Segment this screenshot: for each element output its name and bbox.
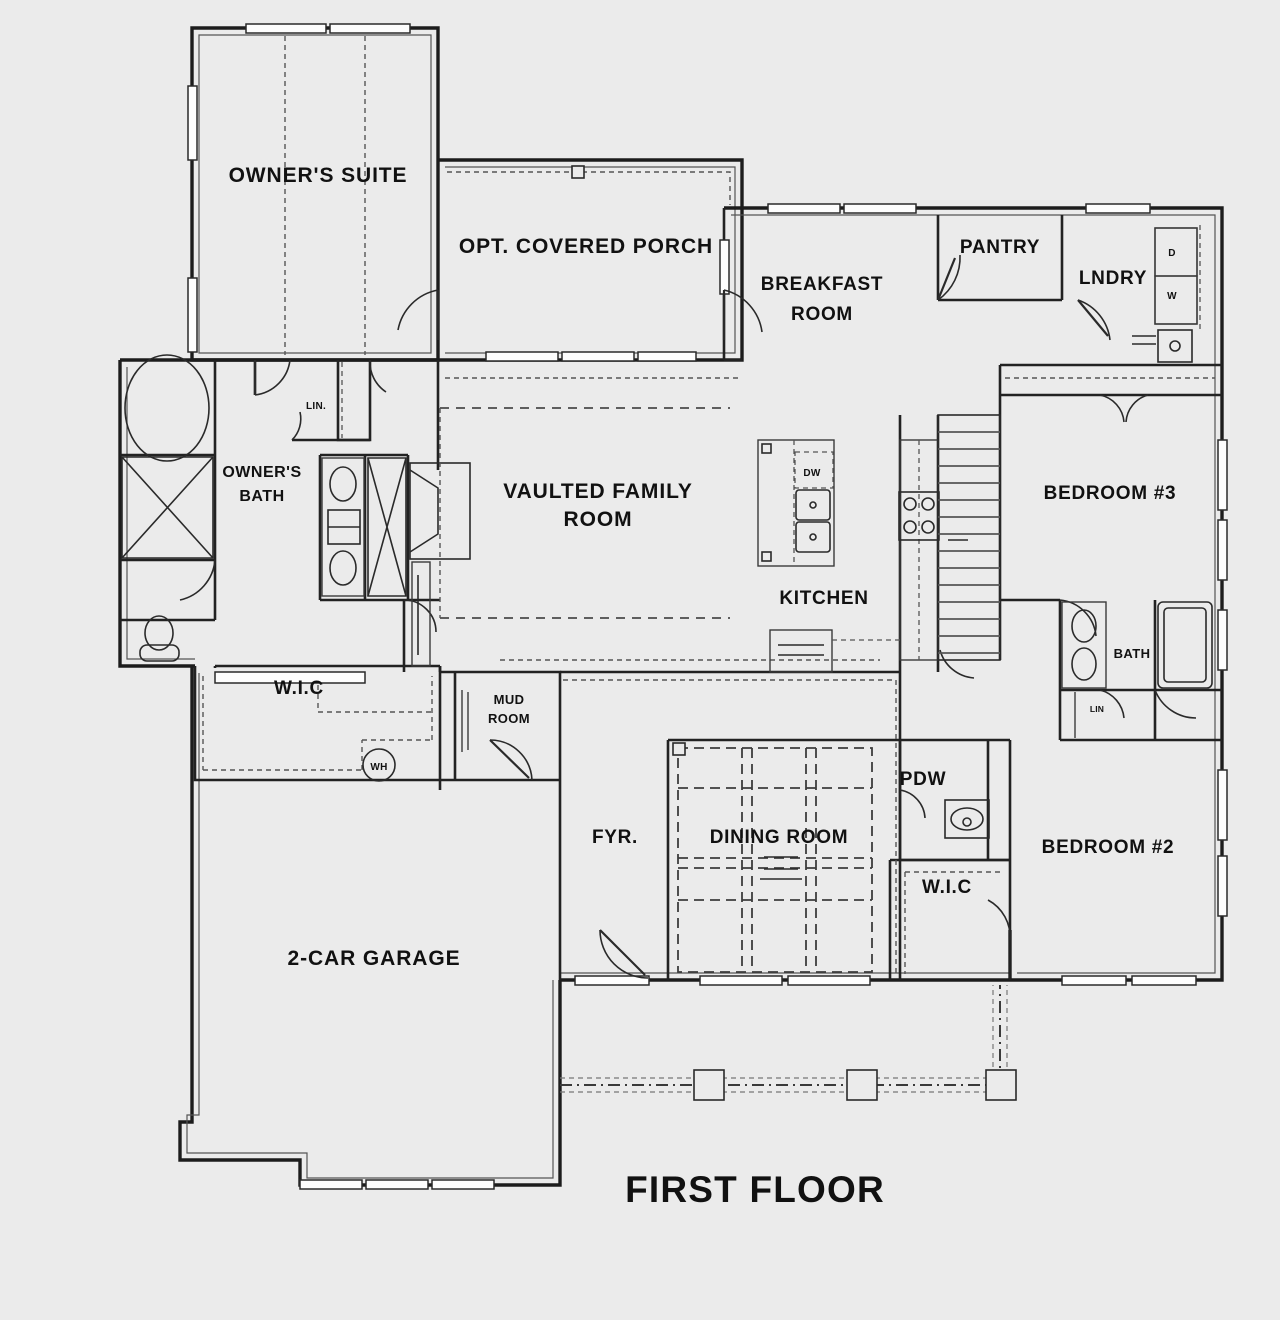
- room-label-breakfast-1: BREAKFAST: [761, 274, 883, 295]
- staircase: [937, 414, 1001, 661]
- optional-patio-outline: [560, 165, 1017, 1101]
- room-label-owners-bath-1: OWNER'S: [222, 464, 301, 481]
- room-label-mud-1: MUD: [494, 692, 525, 707]
- room-label-garage: 2-CAR GARAGE: [288, 947, 461, 970]
- garage-door: [214, 671, 495, 1190]
- room-label-wic-owner: W.I.C: [274, 678, 324, 699]
- room-label-laundry: LNDRY: [1079, 268, 1147, 289]
- appliance-label-water-heater: WH: [370, 762, 387, 773]
- room-label-owners-bath-2: BATH: [239, 488, 284, 505]
- room-labels: OWNER'S SUITE OPT. COVERED PORCH BREAKFA…: [222, 164, 1177, 970]
- tray-ceiling-lines: [284, 36, 740, 379]
- room-label-bedroom2: BEDROOM #2: [1042, 837, 1175, 858]
- room-label-bedroom3: BEDROOM #3: [1044, 483, 1177, 504]
- owners-bath-fixtures: [121, 354, 407, 662]
- family-room-features: [409, 407, 880, 667]
- room-label-owners-suite: OWNER'S SUITE: [229, 164, 408, 187]
- room-label-breakfast-2: ROOM: [791, 304, 853, 325]
- room-label-kitchen: KITCHEN: [779, 588, 868, 609]
- doors: [179, 254, 1197, 979]
- room-label-vaulted-2: ROOM: [564, 508, 633, 531]
- room-label-hall-bath: BATH: [1114, 646, 1151, 661]
- closet-labels: LIN. LIN: [306, 401, 1104, 714]
- room-label-foyer: FYR.: [592, 827, 638, 848]
- plan-title: FIRST FLOOR: [625, 1169, 885, 1210]
- room-label-powder: PDW: [900, 769, 946, 790]
- closet-shelving: [202, 676, 1002, 974]
- room-label-mud-2: ROOM: [488, 711, 530, 726]
- room-label-dining: DINING ROOM: [710, 827, 849, 848]
- room-label-opt-porch: OPT. COVERED PORCH: [459, 235, 713, 258]
- appliance-label-dishwasher: DW: [803, 468, 821, 479]
- appliance-label-dryer: D: [1168, 248, 1176, 259]
- water-heater-symbol: [362, 748, 396, 782]
- appliance-labels: DW D W WH: [370, 248, 1177, 773]
- dining-coffered-ceiling: [672, 742, 873, 973]
- powder-room-fixtures: [944, 799, 990, 839]
- soffit-lines: [563, 377, 1215, 976]
- appliance-label-washer: W: [1167, 291, 1177, 302]
- interior-walls: [120, 208, 1222, 980]
- closet-label-linen-owner: LIN.: [306, 401, 326, 412]
- room-label-vaulted-1: VAULTED FAMILY: [503, 480, 693, 503]
- kitchen-fixtures: [757, 439, 940, 673]
- windows: [187, 23, 1228, 986]
- room-label-wic-bed2: W.I.C: [922, 877, 972, 898]
- hall-bath-fixtures: [1061, 601, 1213, 738]
- closet-label-linen-hall: LIN: [1090, 704, 1104, 714]
- laundry-fixtures: [1132, 225, 1201, 363]
- room-label-pantry: PANTRY: [960, 237, 1040, 258]
